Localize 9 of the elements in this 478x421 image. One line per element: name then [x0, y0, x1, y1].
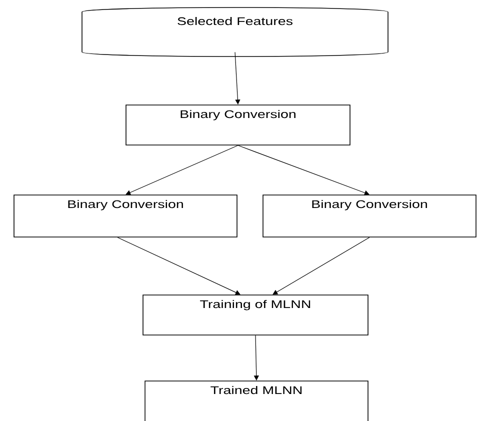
process-box: Binary Conversion — [126, 104, 350, 146]
arrow — [117, 237, 240, 295]
arrow — [126, 145, 238, 195]
process-box: Trained MLNN — [144, 380, 368, 421]
process-box: Binary Conversion — [14, 194, 238, 238]
process-box: Binary Conversion — [262, 194, 476, 238]
arrow — [238, 145, 370, 196]
process-box: Training of MLNN — [142, 294, 368, 336]
arrow — [272, 237, 370, 295]
